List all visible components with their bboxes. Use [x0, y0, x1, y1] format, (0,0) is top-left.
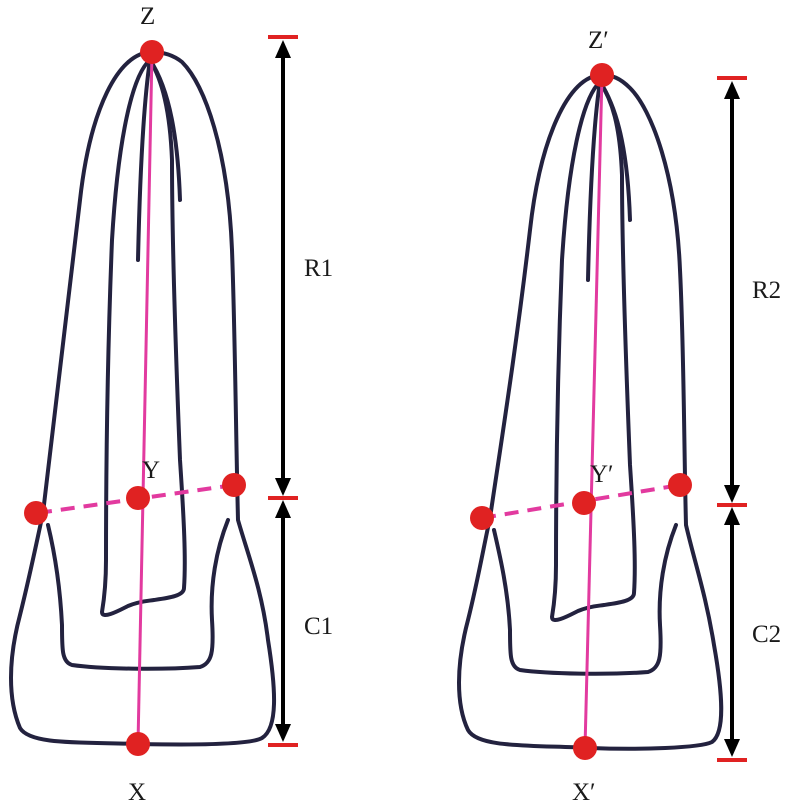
right-crown-arrowhead-bottom	[724, 739, 740, 757]
right-label-c2: C2	[752, 621, 781, 648]
right-crown-arrowhead-top	[724, 507, 740, 525]
right-tooth-pulp-floor	[492, 523, 678, 676]
left-crown-arrowhead-top	[275, 500, 291, 518]
right-tooth-inner-outline	[550, 80, 637, 622]
right-tooth: Z′ Y′ X′ R2 C2	[457, 27, 781, 806]
left-label-x: X	[128, 779, 146, 806]
right-point-cej-mesial	[470, 506, 494, 530]
left-point-z	[140, 40, 164, 64]
left-label-y: Y	[142, 457, 160, 484]
left-point-y	[126, 486, 150, 510]
right-point-cej-distal	[668, 473, 692, 497]
right-root-arrowhead-bottom	[724, 485, 740, 503]
right-point-x	[573, 736, 597, 760]
left-label-z: Z	[140, 3, 155, 30]
right-label-r2: R2	[752, 277, 781, 304]
left-tooth-canal-1	[136, 58, 152, 262]
left-label-c1: C1	[304, 613, 333, 640]
left-crown-arrowhead-bottom	[275, 724, 291, 742]
left-long-axis	[136, 51, 154, 745]
left-point-cej-mesial	[24, 501, 48, 525]
left-label-r1: R1	[304, 255, 333, 282]
left-tooth: Z Y X R1 C1	[9, 3, 333, 806]
right-tooth-outer-outline	[457, 73, 724, 751]
right-point-y	[572, 491, 596, 515]
right-root-arrowhead-top	[724, 81, 740, 99]
left-tooth-canal-2	[148, 58, 182, 202]
left-root-arrowhead-bottom	[275, 478, 291, 496]
right-point-z	[590, 63, 614, 87]
right-tooth-canal-2	[598, 80, 632, 222]
left-tooth-pulp-floor	[46, 518, 230, 671]
left-root-arrowhead-top	[275, 40, 291, 58]
right-label-x: X′	[572, 779, 596, 806]
left-tooth-outer-outline	[9, 50, 277, 747]
left-point-cej-distal	[222, 473, 246, 497]
left-point-x	[126, 732, 150, 756]
right-label-y: Y′	[590, 461, 614, 488]
right-long-axis	[583, 74, 604, 749]
right-tooth-canal-1	[586, 80, 602, 282]
left-tooth-inner-outline	[100, 58, 187, 617]
right-label-z: Z′	[588, 27, 609, 54]
